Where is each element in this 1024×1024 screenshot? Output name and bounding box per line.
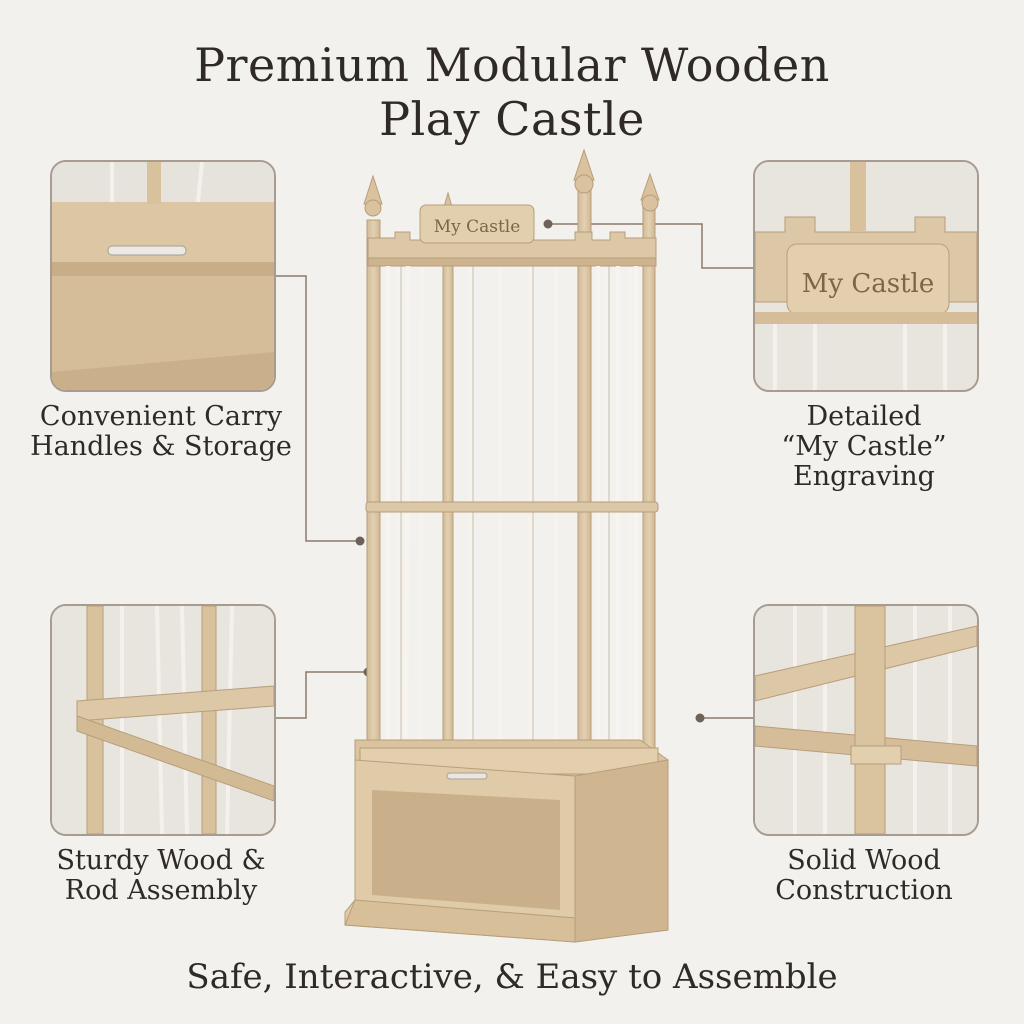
engraving-text: My Castle [802, 269, 934, 299]
detail-panel-solid-wood [753, 604, 979, 836]
caption-rod-assembly: Sturdy Wood & Rod Assembly [56, 845, 266, 906]
solid-wood-detail-image [755, 606, 977, 834]
connector-dot [543, 219, 553, 229]
front-rods [385, 265, 639, 780]
castle-sign: My Castle [419, 204, 535, 244]
middle-crossbar [365, 501, 659, 513]
carry-handle-detail-image [52, 162, 274, 390]
rod-assembly-detail-image [52, 606, 274, 834]
connector-top-left [272, 275, 360, 542]
detail-panel-carry-handles [50, 160, 276, 392]
connector-top-right [548, 223, 753, 269]
footer-tagline: Safe, Interactive, & Easy to Assemble [186, 957, 838, 997]
detail-panel-engraving: My Castle [753, 160, 979, 392]
castle-sign-text: My Castle [434, 217, 521, 237]
connector-bottom-left [274, 671, 368, 719]
caption-carry-handles: Convenient Carry Handles & Storage [30, 401, 292, 462]
caption-engraving: Detailed “My Castle” Engraving [781, 401, 947, 492]
caption-solid-wood: Solid Wood Construction [775, 845, 953, 906]
detail-panel-rod-assembly [50, 604, 276, 836]
connector-dot [355, 536, 365, 546]
connector-dot [695, 713, 705, 723]
engraving-detail-image: My Castle [755, 162, 977, 390]
storage-base [344, 739, 669, 943]
title-line-2: Play Castle [379, 92, 645, 146]
page-title: Premium Modular Wooden Play Castle [0, 38, 1024, 146]
title-line-1: Premium Modular Wooden [194, 38, 830, 92]
